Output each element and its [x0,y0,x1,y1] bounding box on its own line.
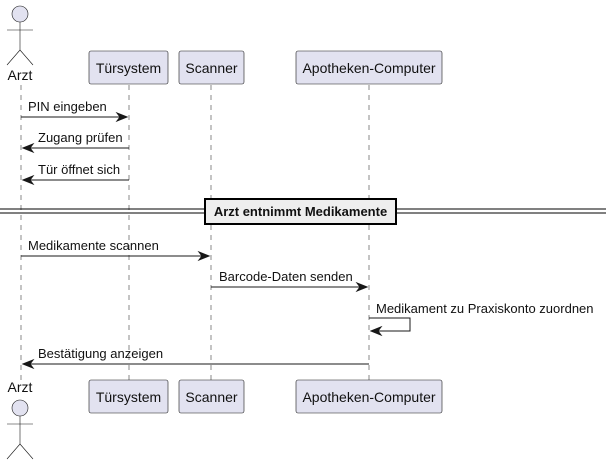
participant-apotheke-bottom: Apotheken-Computer [295,379,443,414]
message-label: Medikamente scannen [28,238,159,253]
section-divider: Arzt entnimmt Medikamente [0,198,606,225]
message-barcode-senden: Barcode-Daten senden [211,269,369,293]
arrowhead-right [197,250,211,262]
actor-arzt-top: Arzt [6,5,34,83]
actor-head [11,5,29,23]
message-tuer-oeffnet: Tür öffnet sich [21,162,129,186]
arrowhead-left [21,142,35,154]
actor-head [11,399,29,417]
participant-apotheke-top: Apotheken-Computer [295,50,443,85]
message-label: Barcode-Daten senden [219,269,353,284]
divider-label: Arzt entnimmt Medikamente [214,204,387,219]
message-label: Zugang prüfen [38,130,123,145]
arrowhead-right [355,281,369,293]
arrowhead-right [115,111,129,123]
participant-scanner-top: Scanner [178,50,245,85]
arrowhead-left [21,358,35,370]
message-bestaetigung: Bestätigung anzeigen [21,346,369,370]
participant-label: Türsystem [96,60,161,76]
message-medikamente-scannen: Medikamente scannen [21,238,211,262]
actor-label: Arzt [8,379,33,395]
message-zugang-pruefen: Zugang prüfen [21,130,129,154]
message-label: Bestätigung anzeigen [38,346,163,361]
participant-label: Apotheken-Computer [302,60,435,76]
message-zuordnen-self: Medikament zu Praxiskonto zuordnen [369,301,594,337]
arrowhead-left [21,174,35,186]
participant-tuersystem-bottom: Türsystem [88,379,169,414]
message-label: Medikament zu Praxiskonto zuordnen [376,301,594,316]
participant-label: Apotheken-Computer [302,389,435,405]
actor-arzt-bottom: Arzt [6,379,34,460]
arrowhead-left [369,325,383,337]
participant-tuersystem-top: Türsystem [88,50,169,85]
participant-label: Türsystem [96,389,161,405]
message-pin-eingeben: PIN eingeben [21,99,129,123]
participant-label: Scanner [185,60,237,76]
participant-label: Scanner [185,389,237,405]
message-label: Tür öffnet sich [38,162,120,177]
message-label: PIN eingeben [28,99,107,114]
actor-label: Arzt [8,67,33,83]
participant-scanner-bottom: Scanner [178,379,245,414]
